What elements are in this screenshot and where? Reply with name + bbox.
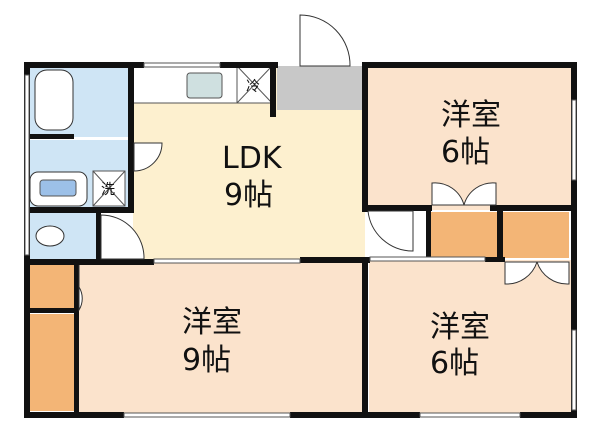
room-top-right-floor: [365, 66, 573, 210]
washer-label: 洗: [101, 182, 115, 198]
room-top-right-size: 6帖: [441, 135, 490, 170]
door: [133, 142, 163, 172]
room-bottom-left-name: 洋室: [182, 305, 242, 340]
room-top-right-name: 洋室: [441, 98, 501, 133]
ldk-name: LDK: [222, 141, 283, 176]
toilet-icon: [35, 225, 65, 247]
entrance-floor: [277, 66, 365, 110]
room-bottom-right-size: 6帖: [430, 346, 479, 381]
doors: [78, 14, 570, 312]
refrigerator-label: 冷: [246, 79, 260, 95]
bathtub-icon: [34, 69, 74, 131]
room-bottom-left-floor: [78, 262, 365, 413]
closet: [28, 264, 76, 310]
closet-door: [504, 261, 570, 285]
door: [100, 214, 145, 260]
closet-door: [431, 182, 497, 206]
entrance-door: [299, 14, 351, 67]
room-bottom-right-name: 洋室: [430, 310, 490, 345]
room-bottom-right-floor: [369, 260, 573, 413]
closet: [430, 212, 497, 258]
windows: [24, 62, 577, 418]
closet: [503, 212, 569, 258]
closet-door: [78, 265, 83, 312]
ldk-size: 9帖: [224, 178, 273, 213]
sink-icon: [186, 72, 223, 99]
door: [367, 210, 414, 252]
room-bottom-left-size: 9帖: [182, 343, 231, 378]
closet: [28, 314, 76, 411]
